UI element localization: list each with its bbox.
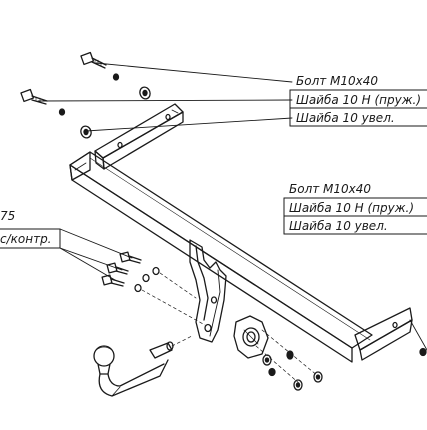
top-spring-washer-1 <box>112 73 120 81</box>
callout-mid-frame <box>283 197 427 235</box>
left-bracket <box>94 103 184 170</box>
lower-washer-2 <box>142 273 150 283</box>
ball-socket-plate <box>233 315 269 359</box>
top-bolt-1 <box>80 51 107 69</box>
leader-lines-left <box>59 228 133 281</box>
top-large-washer-1 <box>139 86 151 100</box>
top-spring-washer-2 <box>58 108 66 116</box>
top-large-washer-2 <box>80 125 92 139</box>
right-fastener <box>419 347 427 357</box>
right-bracket <box>354 307 427 361</box>
lower-washer-1 <box>152 266 160 276</box>
callout-left-line2: с/контр. <box>0 232 52 246</box>
tow-ball <box>93 341 174 397</box>
ball-axis-dash <box>171 335 193 347</box>
hitch-mounting-plate <box>189 239 227 343</box>
lower-bolt-2 <box>106 262 129 275</box>
callout-mid-line2: Шайба 10 Н (пруж.) <box>289 201 415 215</box>
leader-lines-top <box>37 62 293 132</box>
callout-left-frame <box>0 228 61 249</box>
callout-top-line1: Болт М10х40 <box>296 74 379 88</box>
callout-top-frame <box>289 89 427 127</box>
main-cross-tube <box>69 151 373 363</box>
lower-right-fasteners <box>262 350 323 391</box>
callout-top-line2: Шайба 10 Н (пруж.) <box>296 93 422 107</box>
callout-mid-line3: Шайба 10 увел. <box>289 219 388 233</box>
lower-bolt-1 <box>119 251 142 264</box>
lower-washer-3 <box>134 283 142 293</box>
callout-left-line1: 75 <box>0 209 16 223</box>
callout-top-line3: Шайба 10 увел. <box>296 111 395 125</box>
right-dashed-axes <box>255 329 319 385</box>
callout-mid-line1: Болт М10х40 <box>289 182 372 196</box>
lower-dashed-axes <box>141 272 206 326</box>
top-bolt-2 <box>20 88 48 105</box>
lower-bolt-3 <box>101 274 125 287</box>
